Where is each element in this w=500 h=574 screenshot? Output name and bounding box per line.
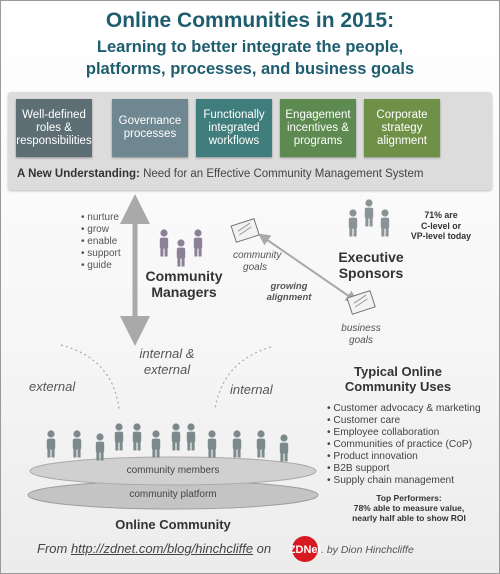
page-title: Online Communities in 2015: bbox=[105, 9, 395, 32]
online-community-label: Online Community bbox=[115, 517, 231, 532]
internal-label: internal bbox=[230, 382, 273, 397]
list-item: • grow bbox=[81, 224, 109, 235]
list-item: • Customer care bbox=[327, 415, 401, 426]
community-members-disc bbox=[29, 456, 317, 486]
new-understanding-caption: A New Understanding: Need for an Effecti… bbox=[17, 168, 424, 180]
internal-external-label: internal &external bbox=[139, 346, 195, 377]
typical-uses-list: • Customer advocacy & marketing • Custom… bbox=[327, 403, 481, 487]
list-item: • guide bbox=[81, 260, 112, 271]
dotted-arc-left bbox=[60, 344, 120, 410]
footer-credit: From http://zdnet.com/blog/hinchcliffe o… bbox=[37, 541, 272, 556]
community-members-people-icon bbox=[46, 423, 289, 462]
list-item: • Communities of practice (CoP) bbox=[327, 439, 473, 450]
community-members-caption: community members bbox=[126, 465, 220, 476]
page-subtitle: Learning to better integrate the people,… bbox=[1, 36, 499, 80]
list-item: • enable bbox=[81, 236, 118, 247]
top-performers-note: Top Performers:78% able to measure value… bbox=[352, 493, 466, 523]
business-goals-document-icon bbox=[346, 290, 376, 315]
subtitle-line-2: platforms, processes, and business goals bbox=[85, 60, 415, 78]
list-item: • B2B support bbox=[327, 463, 390, 474]
footer-url-link[interactable]: http://zdnet.com/blog/hinchcliffe bbox=[70, 541, 254, 556]
list-item: • Customer advocacy & marketing bbox=[327, 403, 481, 414]
list-item: • nurture bbox=[81, 212, 119, 223]
community-goals-document-icon bbox=[230, 218, 260, 243]
dotted-arc-right bbox=[214, 346, 272, 410]
diagonal-double-arrow bbox=[258, 233, 358, 303]
community-platform-caption: community platform bbox=[129, 489, 217, 500]
list-item: • support bbox=[81, 248, 121, 259]
list-item: • Supply chain management bbox=[327, 475, 455, 486]
footer-author: . by Dion Hinchcliffe bbox=[321, 544, 414, 556]
svg-text:ZDNet: ZDNet bbox=[289, 544, 322, 556]
subtitle-line-1: Learning to better integrate the people, bbox=[96, 38, 404, 56]
executive-sponsors-people-icon bbox=[348, 199, 390, 237]
zdnet-logo: ZDNet bbox=[289, 536, 322, 562]
list-item: • Employee collaboration bbox=[327, 427, 440, 438]
manager-task-list: • nurture • grow • enable • support • gu… bbox=[81, 212, 121, 272]
list-item: • Product innovation bbox=[327, 451, 418, 462]
external-label: external bbox=[29, 379, 76, 394]
community-managers-people-icon bbox=[159, 229, 203, 267]
